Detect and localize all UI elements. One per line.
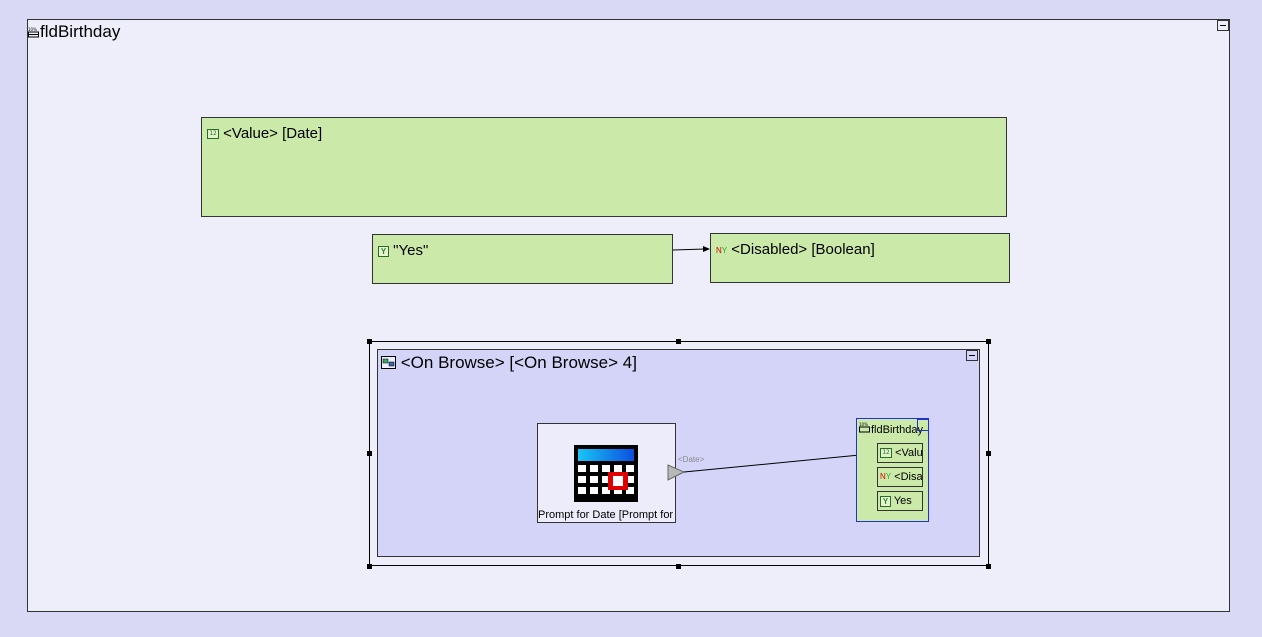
value-node-text: <Value> [Date] — [223, 125, 323, 142]
reference-item-text: Yes — [893, 495, 912, 507]
container-title-text: fldBirthday — [40, 22, 121, 41]
number-icon: 12 — [880, 448, 892, 459]
collapse-button[interactable] — [1217, 20, 1229, 31]
reference-item-text: <Value> [Date] — [895, 447, 923, 459]
number-icon: 12 — [207, 129, 219, 140]
field-icon: 10% — [28, 27, 39, 38]
calendar-icon — [574, 445, 638, 502]
resize-handle[interactable] — [986, 564, 991, 569]
disabled-node-text: <Disabled> [Boolean] — [731, 241, 875, 258]
boolean-icon: NY — [716, 245, 728, 255]
reference-collapse-button[interactable] — [917, 419, 929, 431]
boolean-icon: NY — [880, 472, 892, 482]
resize-handle[interactable] — [367, 564, 372, 569]
container-title: 10%fldBirthday — [28, 22, 120, 42]
fldBirthday-reference-node[interactable]: 10%fldBirthday 12 <Value> [Date] NY <Dis… — [856, 418, 929, 522]
yes-node-label: Y "Yes" — [378, 242, 428, 259]
yes-node-text: "Yes" — [393, 242, 429, 259]
prompt-node-label: Prompt for Date [Prompt for ... — [538, 509, 677, 521]
resize-handle[interactable] — [367, 451, 372, 456]
prompt-for-date-node[interactable]: Prompt for Date [Prompt for ... — [537, 423, 677, 523]
on-browse-title-text: <On Browse> [<On Browse> 4] — [400, 353, 637, 372]
reference-item-disabled[interactable]: NY <Disabled> [Boolean] — [877, 467, 923, 487]
resize-handle[interactable] — [676, 564, 681, 569]
connector-yes-disabled — [672, 248, 706, 251]
resize-handle[interactable] — [676, 339, 681, 344]
svg-text:10%: 10% — [859, 422, 868, 427]
resize-handle[interactable] — [986, 339, 991, 344]
resize-handle[interactable] — [986, 451, 991, 456]
yes-icon: Y — [880, 495, 891, 507]
yes-icon: Y — [378, 245, 389, 257]
reference-item-text: <Disabled> [Boolean] — [894, 471, 923, 483]
disabled-node[interactable]: NY <Disabled> [Boolean] — [710, 233, 1010, 283]
reference-item-yes[interactable]: Y Yes — [877, 491, 923, 511]
field-icon: 10% — [859, 422, 870, 433]
event-icon — [381, 356, 396, 369]
reference-title-text: fldBirthday — [871, 424, 923, 436]
svg-text:10%: 10% — [28, 27, 37, 32]
value-node[interactable]: 12 <Value> [Date] — [201, 117, 1007, 217]
reference-title: 10%fldBirthday — [859, 422, 923, 436]
resize-handle[interactable] — [367, 339, 372, 344]
connector-date-value — [683, 453, 871, 473]
disabled-node-label: NY <Disabled> [Boolean] — [716, 241, 875, 258]
browse-collapse-button[interactable] — [966, 350, 978, 361]
yes-node[interactable]: Y "Yes" — [372, 234, 673, 284]
value-node-label: 12 <Value> [Date] — [207, 125, 322, 142]
arrowhead — [703, 246, 710, 252]
reference-item-value[interactable]: 12 <Value> [Date] — [877, 443, 923, 463]
output-port — [667, 464, 686, 481]
port-label: <Date> — [678, 455, 705, 464]
on-browse-title: <On Browse> [<On Browse> 4] — [381, 353, 637, 373]
